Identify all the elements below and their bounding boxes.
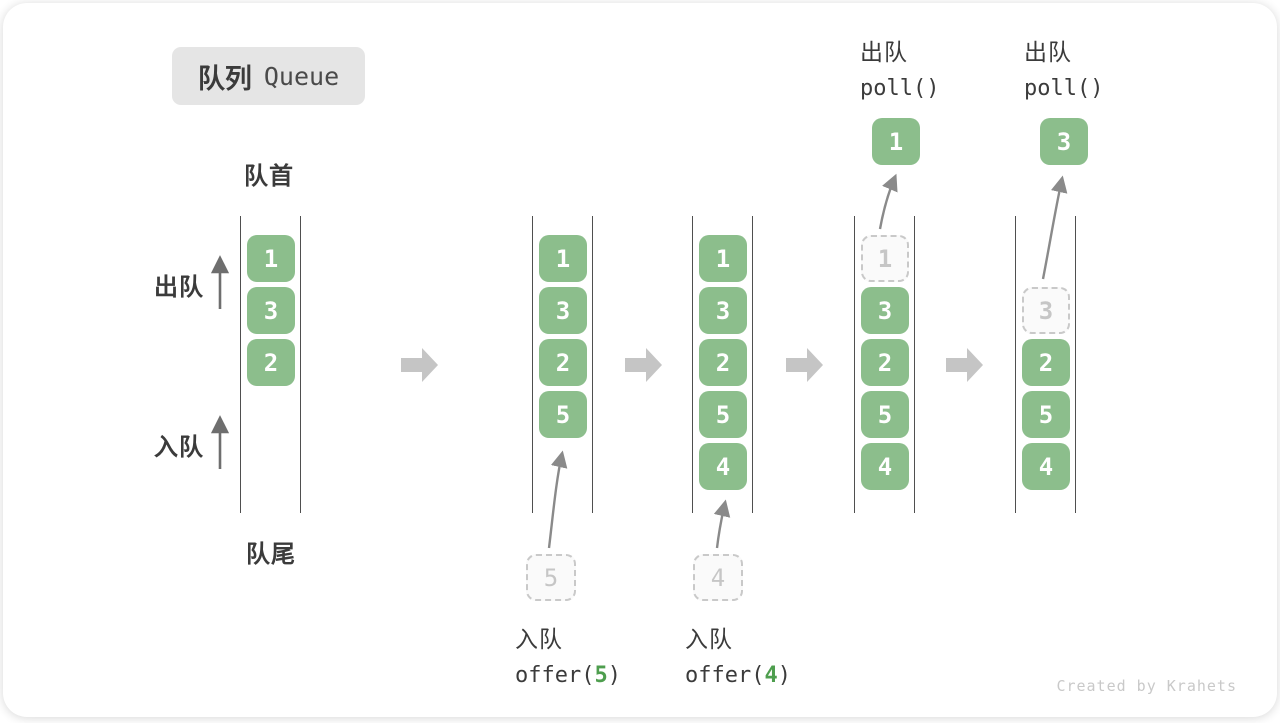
queue-cell: 2 <box>1022 339 1070 386</box>
enqueue-op-label: 入队 offer(4) <box>685 620 791 688</box>
queue-cell: 2 <box>539 339 587 386</box>
op-zh: 出队 <box>860 39 908 65</box>
queue-state-2: 1 3 2 5 <box>532 216 593 513</box>
title-zh: 队列 <box>197 63 252 94</box>
queue-cell: 5 <box>1022 391 1070 438</box>
enqueue-op-label: 入队 offer(5) <box>515 620 621 688</box>
title-box: 队列 Queue <box>172 47 365 105</box>
op-arg: 4 <box>764 663 778 688</box>
queue-cell: 5 <box>699 391 747 438</box>
queue-cell: 2 <box>699 339 747 386</box>
outgoing-value-box: 1 <box>872 118 920 165</box>
queue-rear-label: 队尾 <box>246 541 296 568</box>
queue-cell: 5 <box>861 391 909 438</box>
queue-cell: 1 <box>247 235 295 282</box>
queue-cell: 4 <box>1022 443 1070 490</box>
queue-cell: 3 <box>539 287 587 334</box>
dequeue-op-label: 出队 poll() <box>1024 33 1103 101</box>
queue-state-1: 1 3 2 <box>240 216 301 513</box>
dequeue-op-label: 出队 poll() <box>860 33 939 101</box>
queue-cell: 2 <box>861 339 909 386</box>
watermark: Created by Krahets <box>1056 677 1237 695</box>
op-zh: 入队 <box>515 626 563 652</box>
queue-cell: 1 <box>539 235 587 282</box>
queue-front-label: 队首 <box>244 163 294 190</box>
op-code: offer(4) <box>685 663 791 688</box>
queue-state-5: 3 2 5 4 <box>1015 216 1076 513</box>
op-arg: 5 <box>594 663 608 688</box>
queue-cell: 1 <box>861 235 909 282</box>
queue-cell: 2 <box>247 339 295 386</box>
queue-cell: 3 <box>1022 287 1070 334</box>
queue-cell: 1 <box>699 235 747 282</box>
outgoing-value-box: 3 <box>1040 118 1088 165</box>
right-arrow-icon <box>401 348 438 382</box>
queue-cell: 3 <box>861 287 909 334</box>
dequeue-side-label: 出队 <box>154 274 204 301</box>
queue-cell: 4 <box>699 443 747 490</box>
op-code: offer(5) <box>515 663 621 688</box>
queue-cell: 4 <box>861 443 909 490</box>
op-zh: 出队 <box>1024 39 1072 65</box>
queue-cell: 5 <box>539 391 587 438</box>
op-zh: 入队 <box>685 626 733 652</box>
diagram-canvas: 队列 Queue 队首 队尾 出队 入队 1 3 2 1 3 2 5 1 3 2 5 4 1 3 2 5… <box>3 3 1277 717</box>
queue-state-3: 1 3 2 5 4 <box>692 216 753 513</box>
queue-state-4: 1 3 2 5 4 <box>854 216 915 513</box>
op-code: poll() <box>1024 76 1104 101</box>
queue-cell: 3 <box>247 287 295 334</box>
right-arrow-icon <box>625 348 662 382</box>
right-arrow-icon <box>946 348 983 382</box>
queue-cell: 3 <box>699 287 747 334</box>
incoming-value-box: 5 <box>526 554 576 601</box>
op-code: poll() <box>860 76 940 101</box>
incoming-value-box: 4 <box>693 554 743 601</box>
right-arrow-icon <box>786 348 823 382</box>
title-en: Queue <box>263 61 340 91</box>
enqueue-side-label: 入队 <box>154 434 204 461</box>
